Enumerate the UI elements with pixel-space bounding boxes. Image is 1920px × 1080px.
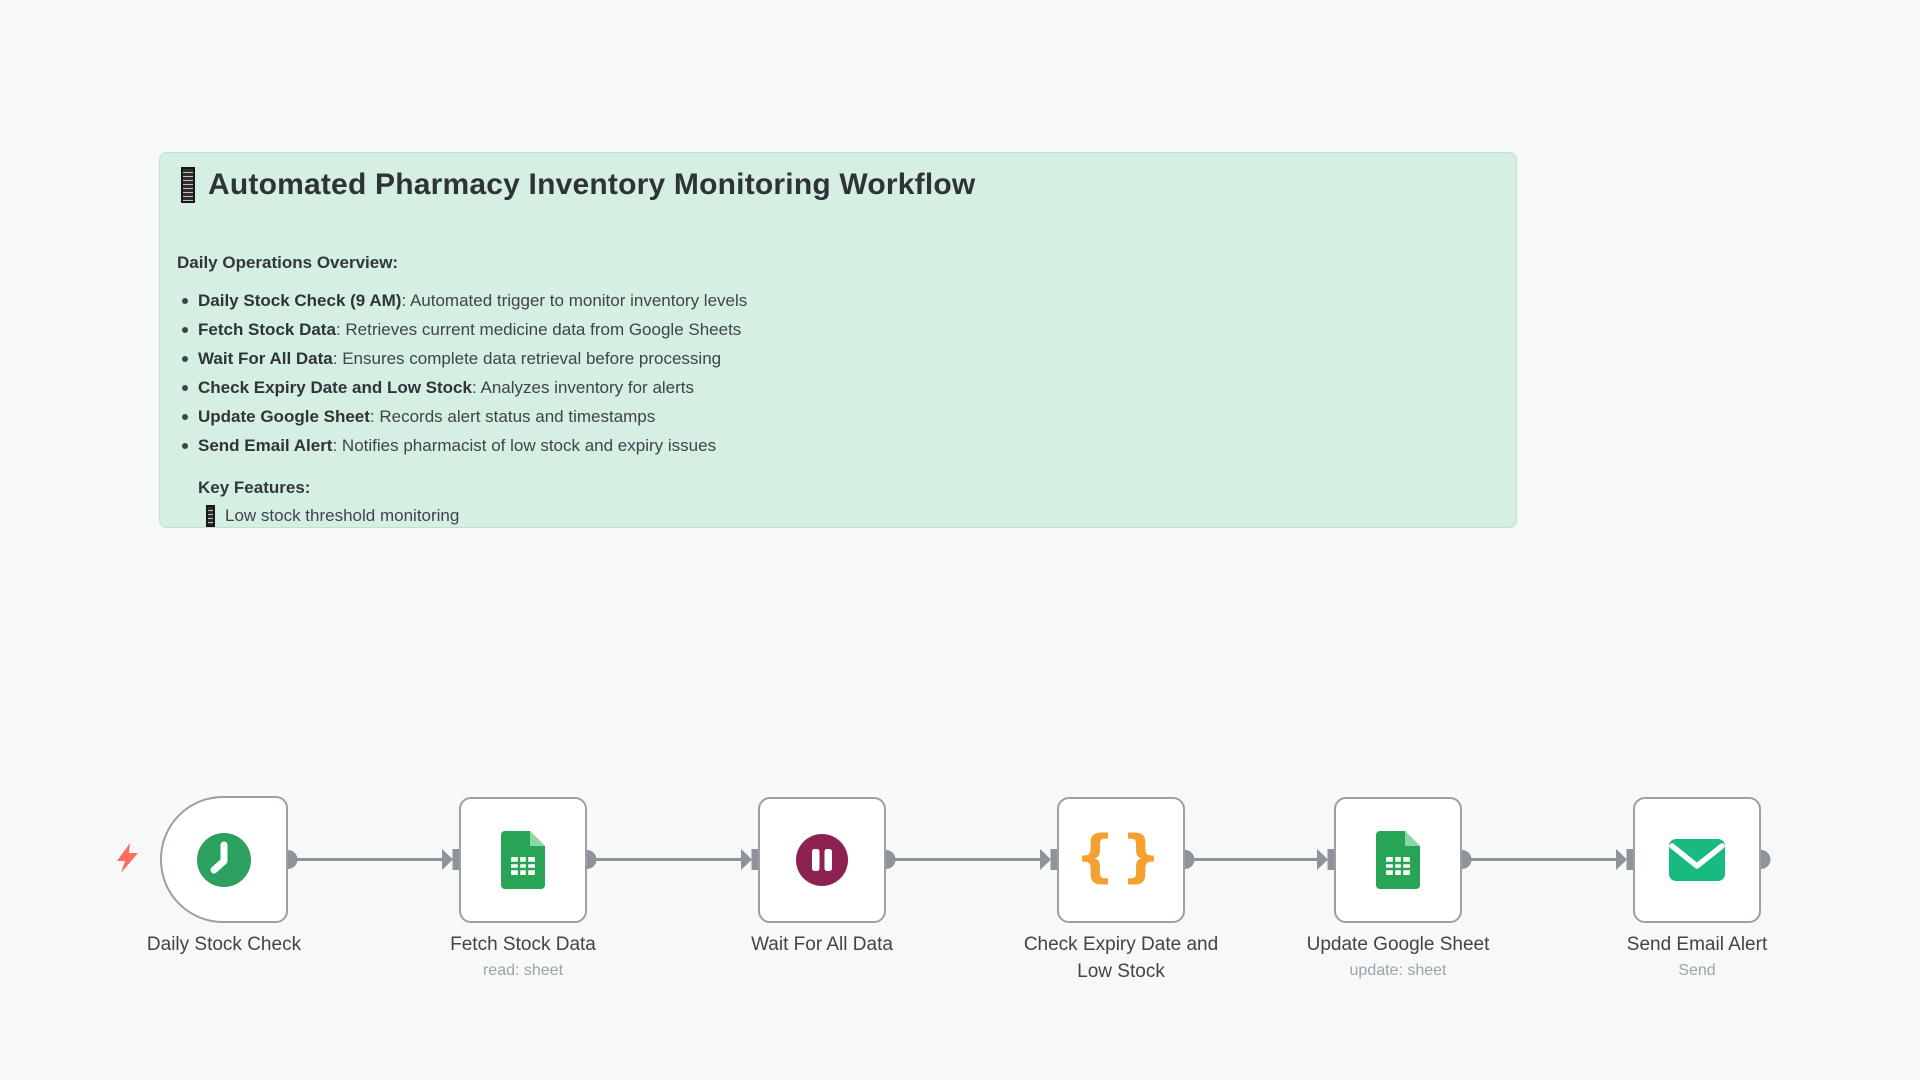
sticky-note-title-row: Automated Pharmacy Inventory Monitoring … [181,167,1516,203]
note-bullet: Wait For All Data: Ensures complete data… [182,344,1516,373]
node-daily-stock-check[interactable] [160,796,288,923]
clock-schedule-trigger-icon [197,832,251,887]
missing-glyph-box-icon [206,505,215,527]
email-envelope-icon [1669,839,1725,881]
node-subtitle: update: sheet [1349,962,1447,979]
note-bullet: Update Google Sheet: Records alert statu… [182,402,1516,431]
trigger-bolt-icon [117,843,138,873]
node-check-expiry-and-low-stock[interactable]: {} [1057,797,1185,923]
note-bullet: Send Email Alert: Notifies pharmacist of… [182,431,1516,460]
note-bullet: Daily Stock Check (9 AM): Automated trig… [182,286,1516,315]
node-label: Wait For All Data [751,934,893,955]
note-bullet: Fetch Stock Data: Retrieves current medi… [182,315,1516,344]
missing-glyph-box-icon [181,167,195,203]
note-section-heading: Daily Operations Overview: [177,253,399,272]
sticky-note-title: Automated Pharmacy Inventory Monitoring … [208,168,976,201]
node-wait-for-all-data[interactable] [758,797,886,923]
pause-wait-icon [796,834,848,886]
node-update-google-sheet[interactable] [1334,797,1462,923]
connection-2[interactable] [577,849,761,870]
connection-4[interactable] [1175,849,1337,870]
node-fetch-stock-data[interactable] [459,797,587,923]
note-bullet: Check Expiry Date and Low Stock: Analyze… [182,373,1516,402]
code-braces-icon: {} [1075,823,1167,889]
connection-3[interactable] [876,849,1060,870]
note-features-heading: Key Features: [198,478,311,497]
node-label: Update Google Sheet update: sheet [1248,931,1548,981]
node-send-email-alert[interactable] [1633,797,1761,923]
google-sheets-icon [1376,831,1420,889]
google-sheets-icon [501,831,545,889]
node-label: Daily Stock Check [146,934,302,955]
sticky-note[interactable]: Automated Pharmacy Inventory Monitoring … [159,152,1517,528]
node-label: Fetch Stock Data read: sheet [373,931,673,981]
connection-5[interactable] [1452,849,1636,870]
node-subtitle: Send [1678,962,1716,979]
note-bullet-list: Daily Stock Check (9 AM): Automated trig… [160,286,1516,460]
connection-1[interactable] [278,849,462,870]
node-label: Check Expiry Date and Low Stock [1023,934,1219,982]
node-subtitle: read: sheet [482,962,564,979]
node-label: Send Email Alert Send [1547,931,1847,981]
note-feature-item: Low stock threshold monitoring [206,502,1516,527]
